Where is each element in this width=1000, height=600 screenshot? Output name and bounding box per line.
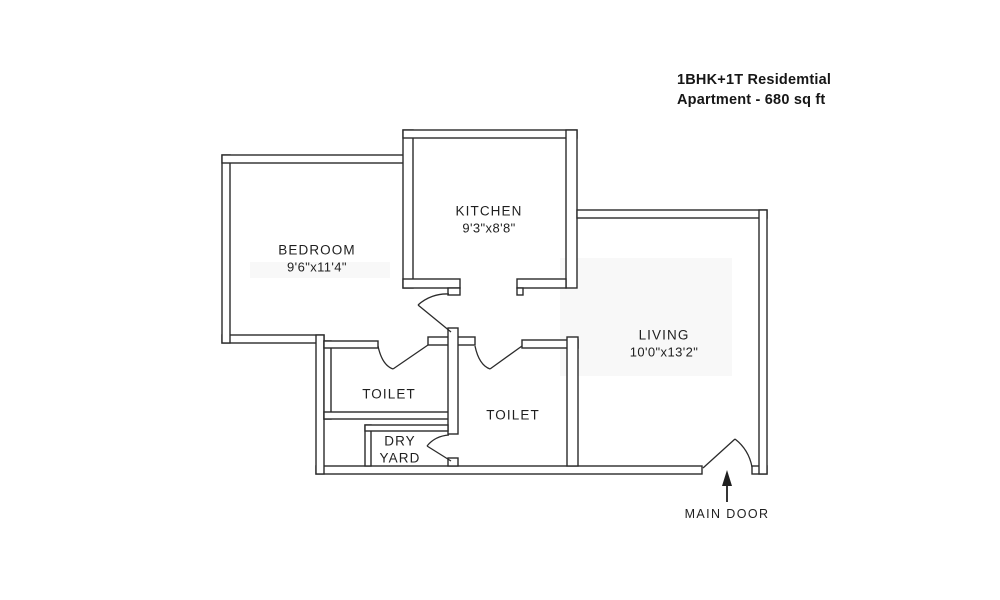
wall-kitchen-left	[402, 129, 414, 289]
wall-bedroom-left	[221, 154, 231, 344]
wall-center-upper	[447, 327, 459, 435]
wall-kitchen-bottom-left	[402, 278, 461, 289]
dry-yard-label-line2: YARD	[379, 450, 421, 466]
main-door-leaf	[702, 438, 736, 469]
wall-living-left-lower	[566, 336, 579, 467]
wall-toilet1-left	[323, 340, 332, 420]
wall-center-hinge-stub	[447, 457, 459, 467]
scan-artifact	[560, 258, 732, 376]
living-label: LIVING	[638, 327, 690, 343]
plan-title-line2: Apartment - 680 sq ft	[677, 92, 826, 108]
toilet2-door-leaf	[489, 345, 523, 370]
toilet-right-label: TOILET	[486, 407, 540, 423]
plan-title: 1BHK+1T Residemtial Apartment - 680 sq f…	[677, 70, 831, 110]
bedroom-dimensions: 9'6"x11'4"	[287, 259, 347, 275]
wall-outlines	[221, 129, 768, 475]
passage-door-leaf	[417, 304, 452, 333]
passage-door	[417, 293, 452, 333]
door-swings	[377, 293, 753, 469]
dryyard-door-leaf	[426, 445, 452, 462]
wall-bottom-outer	[315, 465, 703, 475]
dry-yard-label-line1: DRY	[384, 433, 416, 449]
wall-kitchen-bottom-right-stub	[516, 287, 524, 296]
toilet-left-label: TOILET	[362, 386, 416, 402]
kitchen-dimensions: 9'3"x8'8"	[462, 220, 516, 236]
toilet1-door-leaf	[392, 344, 429, 370]
wall-kitchen-right	[565, 129, 578, 289]
toilet2-door	[474, 345, 523, 370]
wall-kitchen-bottom-left-stub	[447, 287, 461, 296]
wall-kitchen-top	[402, 129, 578, 139]
wall-bedroom-top	[221, 154, 411, 164]
dryyard-door	[426, 434, 452, 462]
wall-living-top	[576, 209, 768, 219]
wall-outer-lower-left	[315, 334, 325, 475]
passage-door-arc	[417, 293, 450, 306]
main-door	[702, 438, 753, 469]
wall-dryyard-top	[364, 424, 449, 432]
kitchen-label: KITCHEN	[455, 203, 523, 219]
wall-bedroom-bottom	[221, 334, 325, 344]
toilet2-door-arc	[474, 345, 491, 370]
main-door-label: MAIN DOOR	[684, 507, 770, 521]
toilet1-door-arc	[377, 345, 394, 370]
bedroom-label: BEDROOM	[278, 242, 356, 258]
living-dimensions: 10'0"x13'2"	[629, 344, 699, 360]
wall-toilet1-top	[323, 340, 379, 349]
main-door-arrow	[722, 470, 732, 502]
wall-living-right	[758, 209, 768, 475]
plan-title-line1: 1BHK+1T Residemtial	[677, 72, 832, 88]
toilet1-door	[377, 344, 429, 370]
wall-toilet1-bottom	[323, 411, 451, 420]
wall-kitchen-bottom-right	[516, 278, 567, 289]
main-door-arc	[734, 438, 753, 468]
dryyard-door-arc	[426, 434, 450, 447]
scan-artifact	[250, 262, 390, 278]
